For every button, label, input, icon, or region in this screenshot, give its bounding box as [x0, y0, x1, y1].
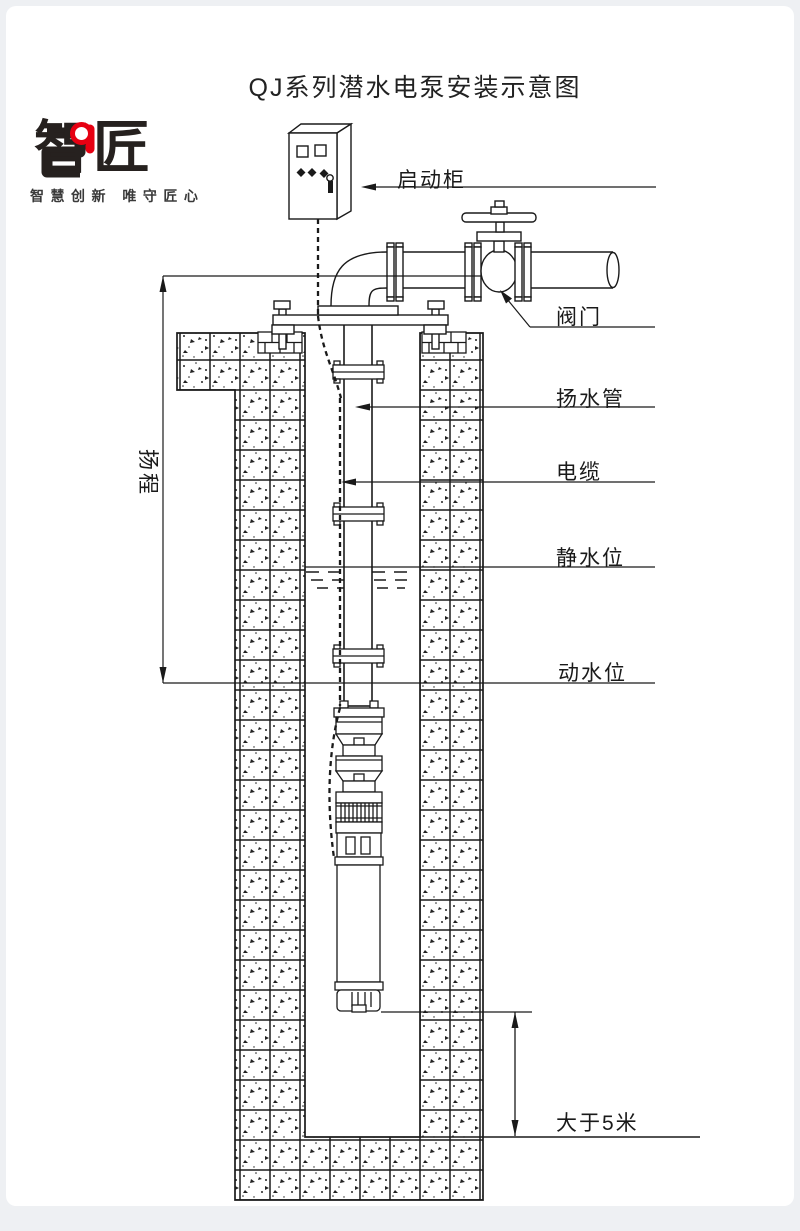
- page-card: [6, 6, 794, 1206]
- brand-char-jiang: 匠: [93, 116, 152, 180]
- pump-motor: [334, 864, 384, 1013]
- pump-strainer: [335, 802, 383, 823]
- leader-riser-pipe: [355, 403, 655, 411]
- depth-dimension: [381, 1011, 700, 1138]
- label-start-cabinet: 启动柜: [397, 169, 466, 192]
- power-cable: [316, 219, 343, 859]
- brand-char-zhi: 智: [34, 116, 93, 180]
- submersible-pump: [333, 700, 385, 1013]
- valve-handwheel: [461, 200, 537, 223]
- label-cable: 电缆: [556, 461, 602, 484]
- gate-valve: [461, 200, 537, 302]
- label-dynamic-water-level: 动水位: [558, 662, 627, 685]
- head-dimension: [159, 275, 481, 683]
- riser-pipe-flanges: [332, 360, 385, 668]
- well-concrete-structure: [176, 332, 484, 1201]
- discharge-elbow: [317, 242, 404, 316]
- leader-start-cabinet: [361, 183, 656, 191]
- brand-mark-row: 智 匠: [34, 116, 152, 182]
- leader-lines: [163, 183, 656, 684]
- leader-valve: [500, 290, 655, 328]
- leader-cable: [341, 478, 655, 486]
- brand-logo: 智 匠 智慧创新 唯守匠心: [30, 116, 266, 208]
- label-valve: 阀门: [556, 306, 602, 329]
- red-ring-icon: [70, 122, 93, 145]
- control-cabinet: [286, 122, 354, 221]
- diagram-title: QJ系列潜水电泵安装示意图: [248, 74, 582, 102]
- label-static-water-level: 静水位: [556, 547, 625, 570]
- brand-tagline: 智慧创新 唯守匠心: [30, 188, 205, 204]
- label-min-depth: 大于5米: [556, 1112, 639, 1135]
- surface-pipe: [403, 251, 620, 289]
- label-riser-pipe: 扬水管: [556, 388, 625, 411]
- label-head: 扬程: [136, 449, 159, 497]
